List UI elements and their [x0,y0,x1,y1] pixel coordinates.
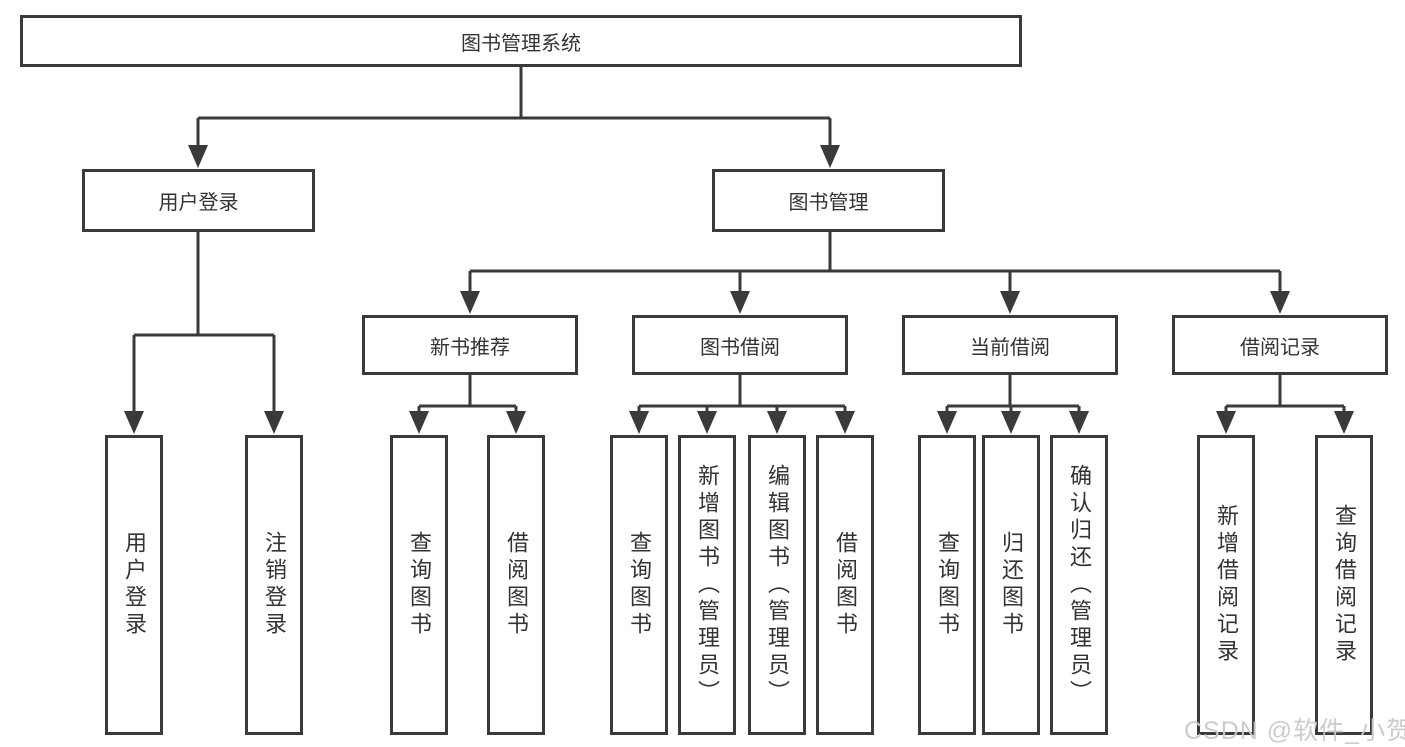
leaf-label: 归还图书 [999,531,1024,639]
arrowheads-level2 [188,145,840,168]
connector-level3-to-leaves [417,375,1346,414]
leaf-label: 借阅图书 [833,531,858,639]
node-current-borrow: 当前借阅 [902,315,1118,375]
leaf-return-book: 归还图书 [982,435,1040,735]
node-label: 图书管理 [788,192,869,214]
node-label: 图书借阅 [700,336,780,359]
leaf-query-borrow-record: 查询借阅记录 [1315,435,1373,735]
node-label: 图书管理系统 [461,32,581,55]
leaf-query-books-borrow: 查询图书 [610,435,668,735]
leaf-query-books-current: 查询图书 [918,435,976,735]
node-label: 新书推荐 [430,336,510,359]
leaf-label: 借阅图书 [504,531,529,639]
leaf-query-books-recommend: 查询图书 [390,435,448,735]
leaf-label: 查询借阅记录 [1332,504,1357,666]
csdn-watermark: CSDN @软件_小贺同学 [1184,717,1405,745]
leaf-label: 用户登录 [122,531,147,639]
leaf-label: 查询图书 [627,531,652,639]
leaf-add-borrow-record: 新增借阅记录 [1197,435,1255,735]
leaf-user-login: 用户登录 [105,435,163,735]
leaf-confirm-return-admin: 确认归还（管理员） [1050,435,1108,735]
connector-root-to-level2 [196,67,832,148]
node-label: 用户登录 [158,192,239,214]
connector-bookmgmt-to-level3 [468,232,1282,294]
leaf-add-book-admin: 新增图书（管理员） [678,435,736,735]
leaf-label: 确认归还（管理员） [1067,463,1092,707]
node-book-borrow: 图书借阅 [632,315,848,375]
leaf-label: 新增借阅记录 [1214,504,1239,666]
arrowheads-userlogin-leaves [124,411,284,434]
node-borrow-records: 借阅记录 [1172,315,1388,375]
leaf-label: 查询图书 [935,531,960,639]
node-label: 借阅记录 [1240,336,1320,359]
node-book-management: 图书管理 [712,169,945,232]
node-label: 当前借阅 [970,336,1050,359]
leaf-label: 新增图书（管理员） [695,463,720,707]
node-library-system-root: 图书管理系统 [20,15,1022,67]
leaf-edit-book-admin: 编辑图书（管理员） [748,435,806,735]
leaf-label: 查询图书 [407,531,432,639]
arrowheads-leaves [409,411,1354,434]
arrowheads-level3 [460,291,1290,314]
node-user-login: 用户登录 [82,169,315,232]
leaf-logout: 注销登录 [245,435,303,735]
leaf-label: 编辑图书（管理员） [765,463,790,707]
node-new-book-recommend: 新书推荐 [362,315,578,375]
leaf-borrow-books-recommend: 借阅图书 [487,435,545,735]
leaf-label: 注销登录 [262,531,287,639]
connector-userlogin-to-leaves [132,232,276,414]
leaf-borrow-books: 借阅图书 [816,435,874,735]
